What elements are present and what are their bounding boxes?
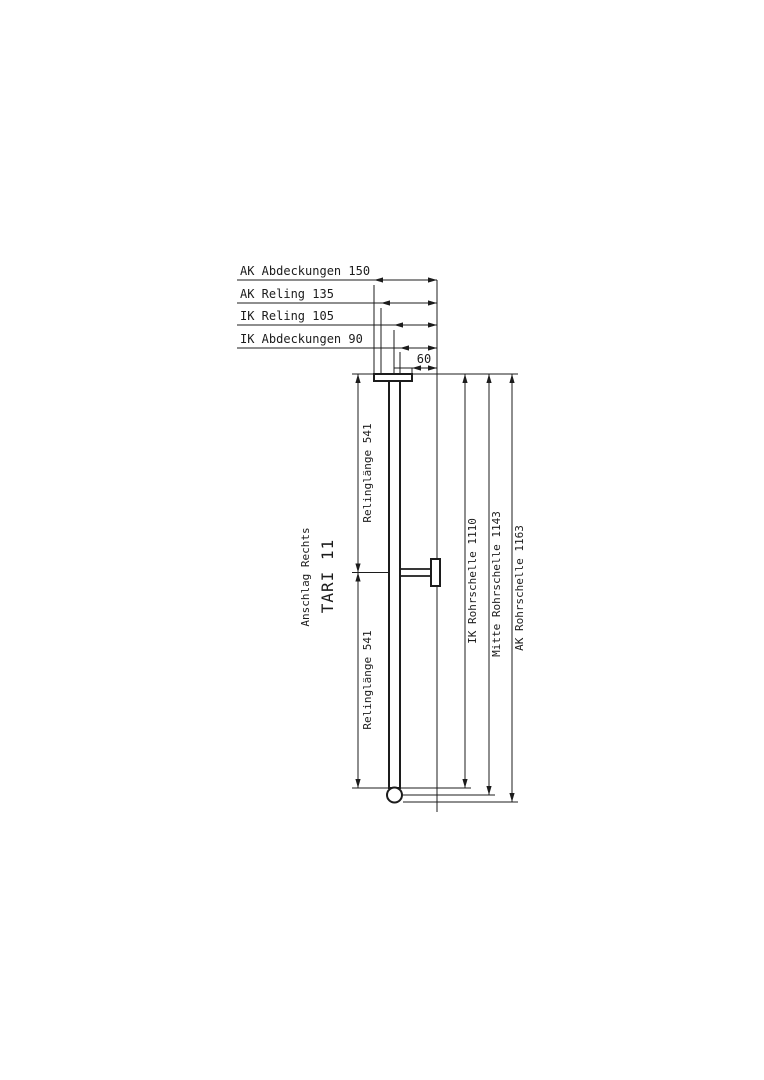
drawing-labels: AK Abdeckungen 150 AK Reling 135 IK Reli… bbox=[240, 264, 526, 730]
arrowhead bbox=[355, 572, 361, 582]
left-dimension-lines bbox=[352, 373, 389, 789]
arrowhead bbox=[486, 374, 492, 383]
arrowhead bbox=[381, 300, 390, 306]
dim-label-60: 60 bbox=[417, 352, 431, 366]
arrowhead bbox=[462, 779, 468, 788]
top-dimension-lines bbox=[237, 277, 438, 812]
bracket-wall-plate bbox=[430, 558, 441, 587]
dim-label-ik-reling: IK Reling 105 bbox=[240, 309, 334, 323]
arrowhead bbox=[428, 365, 437, 371]
tube-end-cap bbox=[386, 786, 403, 804]
product-title: TARI 11 bbox=[318, 539, 337, 613]
arrowhead bbox=[374, 277, 383, 283]
arrowhead bbox=[462, 374, 468, 383]
arrowhead bbox=[394, 322, 403, 328]
rail-part bbox=[373, 373, 441, 804]
arrowhead bbox=[486, 786, 492, 795]
arrowhead bbox=[428, 300, 437, 306]
dim-label-ak-reling: AK Reling 135 bbox=[240, 287, 334, 301]
rail-tube bbox=[388, 380, 401, 789]
arrowhead bbox=[355, 563, 361, 573]
dim-label-ik-rohrschelle: IK Rohrschelle 1110 bbox=[466, 518, 479, 644]
arrowhead bbox=[428, 345, 437, 351]
arrowhead bbox=[355, 779, 361, 788]
right-dimension-lines bbox=[400, 373, 518, 803]
product-subtitle: Anschlag Rechts bbox=[299, 527, 312, 626]
dim-label-relinglaenge-lower: Relinglänge 541 bbox=[361, 630, 374, 729]
arrowhead bbox=[509, 793, 515, 802]
arrowhead bbox=[428, 322, 437, 328]
arrowhead bbox=[400, 345, 409, 351]
dim-label-ak-abdeckungen: AK Abdeckungen 150 bbox=[240, 264, 370, 278]
arrowhead bbox=[428, 277, 437, 283]
dim-label-mitte-rohrschelle: Mitte Rohrschelle 1143 bbox=[490, 511, 503, 657]
dim-label-ak-rohrschelle: AK Rohrschelle 1163 bbox=[513, 525, 526, 651]
arrowhead bbox=[355, 374, 361, 383]
top-cover-flange bbox=[373, 373, 413, 382]
dim-label-relinglaenge-upper: Relinglänge 541 bbox=[361, 423, 374, 522]
arrowhead bbox=[412, 365, 421, 371]
dim-label-ik-abdeckungen: IK Abdeckungen 90 bbox=[240, 332, 363, 346]
arrowhead bbox=[509, 374, 515, 383]
